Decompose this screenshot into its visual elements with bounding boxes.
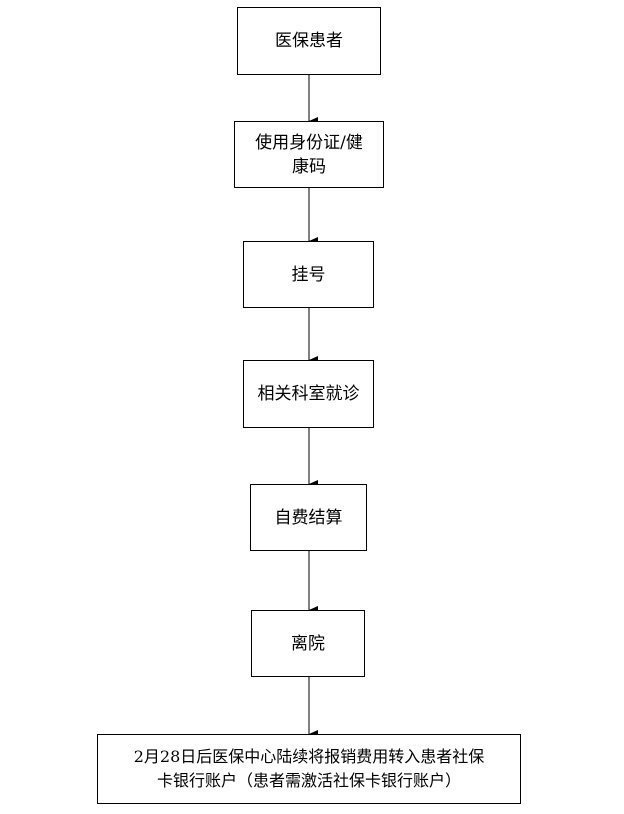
step-label-line: 康码: [291, 156, 326, 177]
step-label-line: 自费结算: [274, 507, 343, 528]
step-insured-patient: 医保患者: [237, 7, 381, 75]
step-label-line: 挂号: [291, 264, 326, 285]
step-discharge: 离院: [251, 610, 365, 677]
step-label-line: 医保患者: [275, 31, 343, 51]
step-reimbursement-transfer: 2月28日后医保中心陆续将报销费用转入患者社保 卡银行账户（患者需激活社保卡银行…: [97, 734, 521, 804]
step-department-visit: 相关科室就诊: [243, 360, 374, 428]
step-label-line: 2月28日后医保中心陆续将报销费用转入患者社保: [133, 747, 485, 766]
step-label-line: 离院: [291, 633, 325, 654]
step-registration: 挂号: [243, 241, 374, 308]
step-label-line: 相关科室就诊: [257, 384, 360, 404]
step-id-or-health-code: 使用身份证/健 康码: [234, 121, 384, 188]
step-self-pay-settlement: 自费结算: [250, 484, 367, 551]
step-label-line: 使用身份证/健: [255, 132, 363, 153]
step-label-line: 卡银行账户（患者需激活社保卡银行账户）: [156, 771, 461, 790]
